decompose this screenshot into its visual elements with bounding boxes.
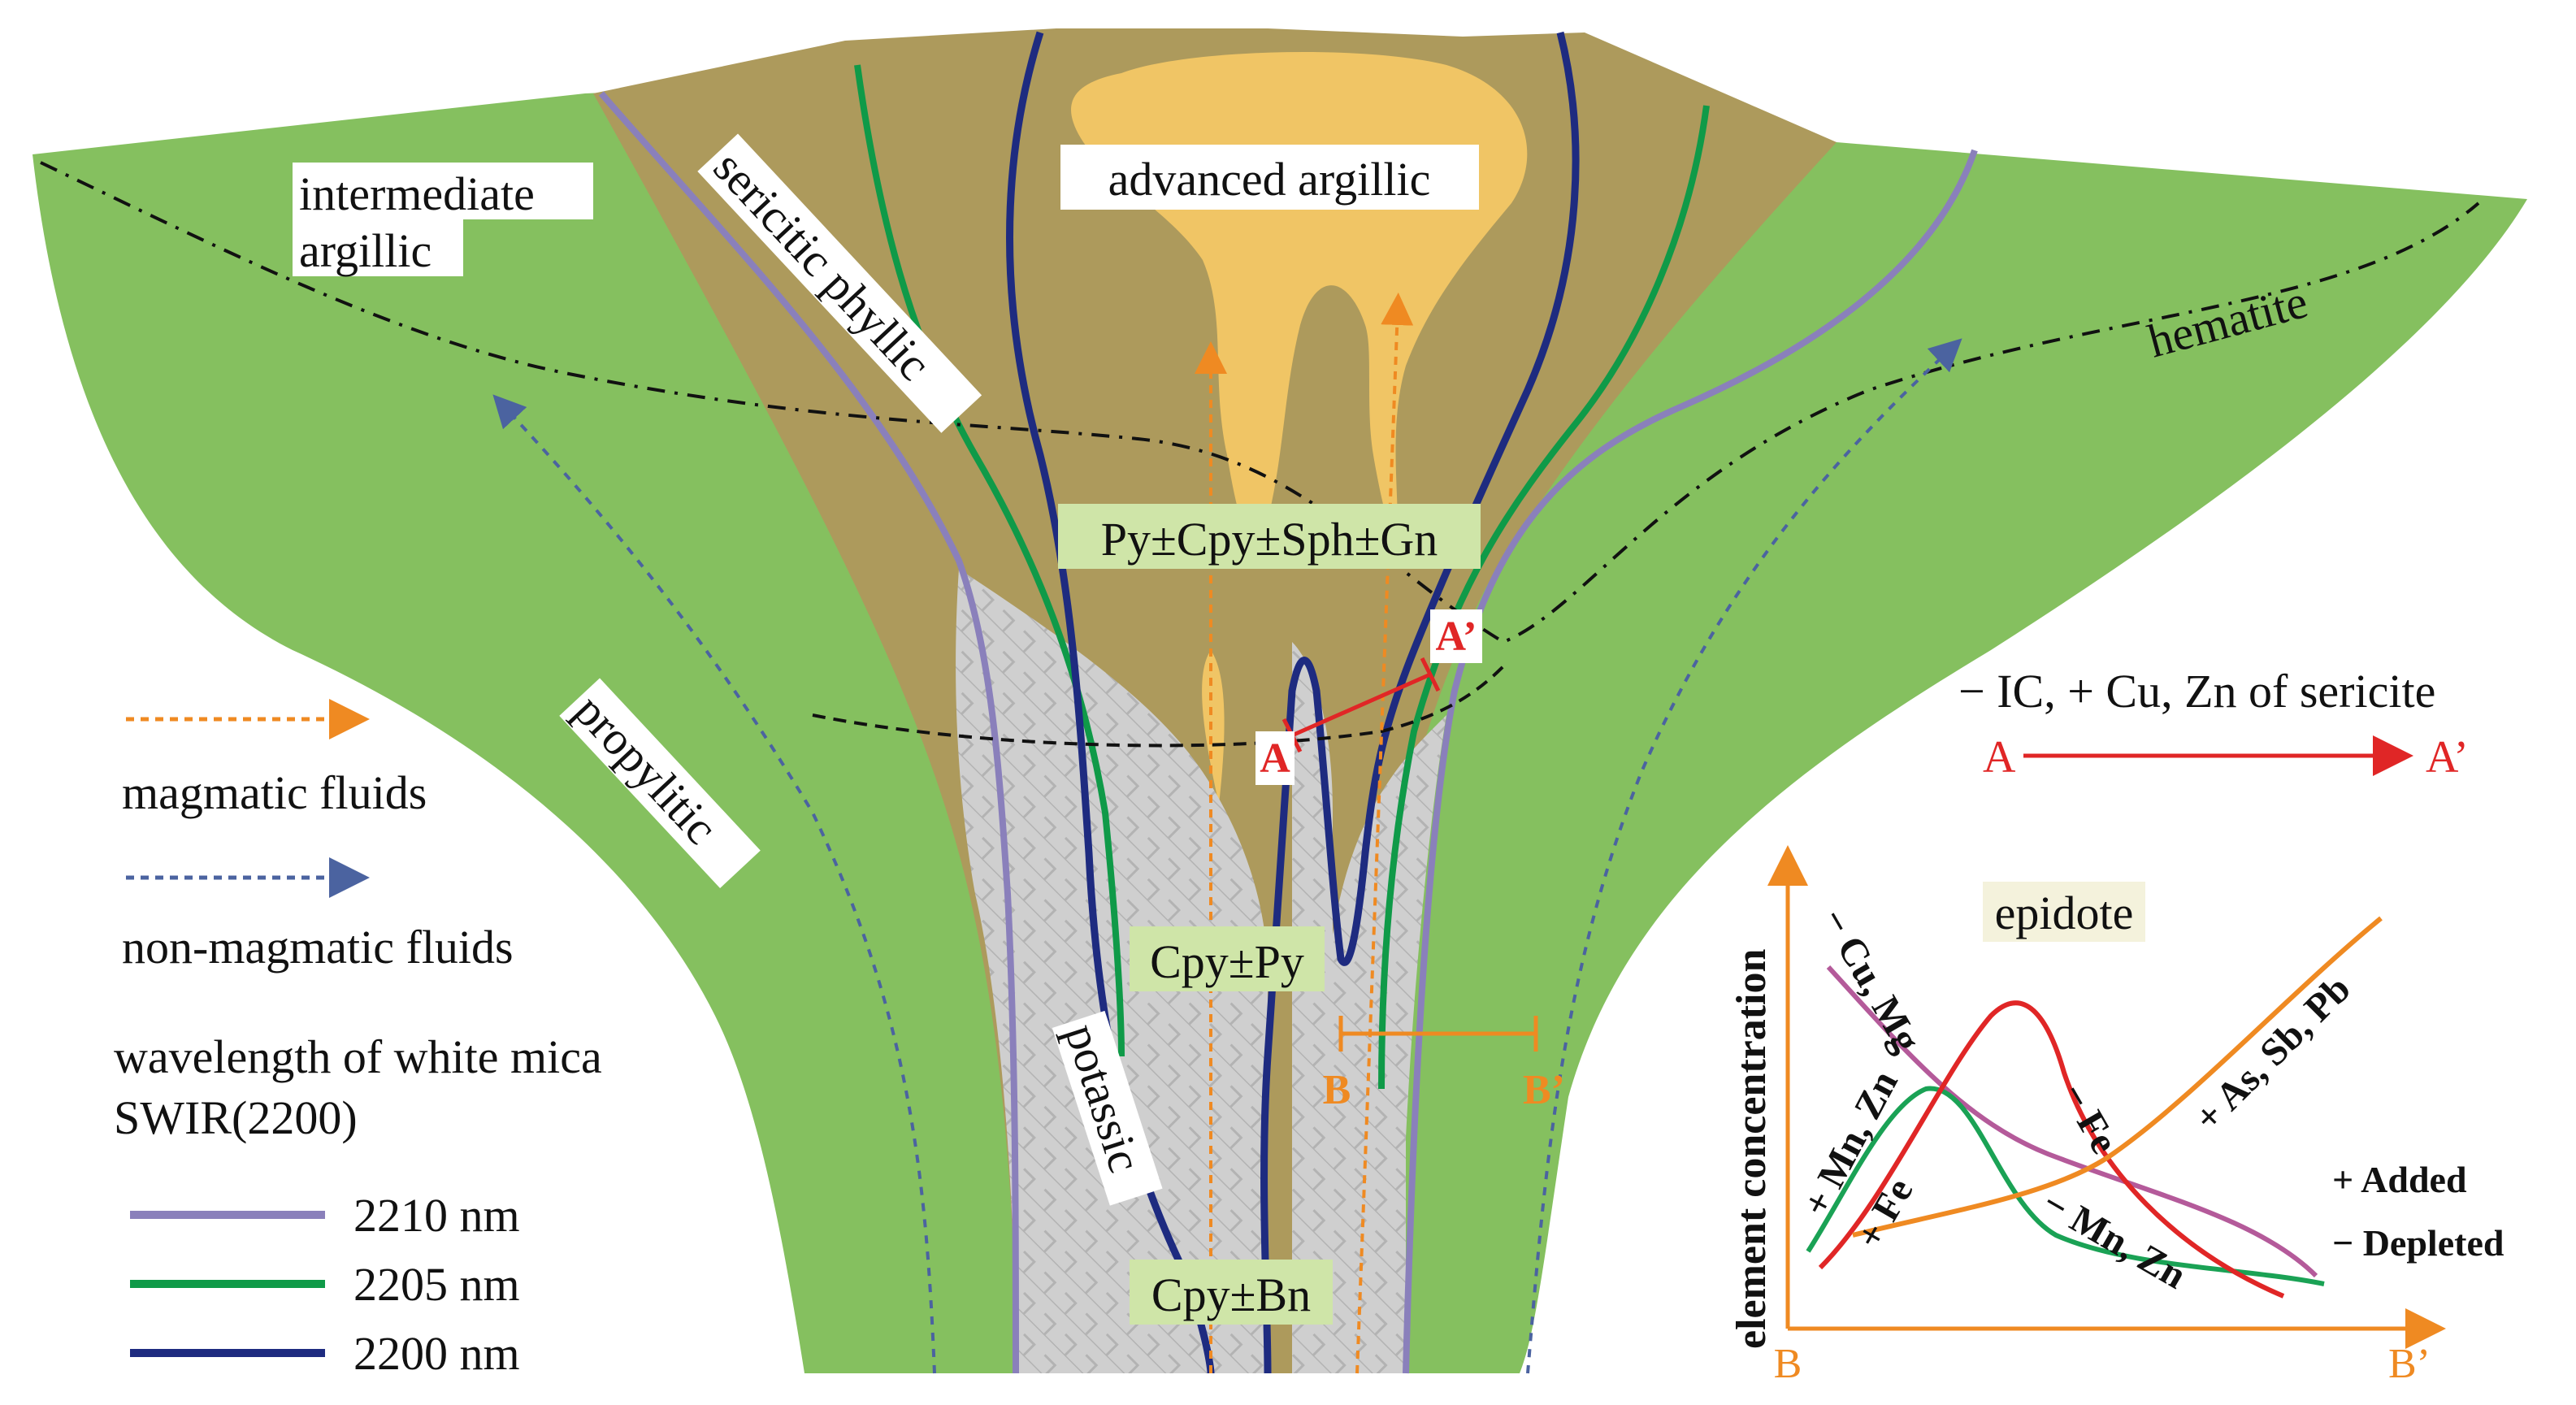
svg-text:B’: B’ (1523, 1067, 1565, 1113)
svg-text:A’: A’ (2426, 732, 2469, 783)
line-2200-left (1006, 31, 1215, 1374)
line-2210-right (1403, 149, 1978, 1374)
svg-text:argillic: argillic (299, 224, 432, 277)
sericite-trend: − IC, + Cu, Zn of sericite A A’ (1958, 665, 2469, 783)
non-magmatic-arrow-right (1526, 338, 1962, 1374)
curve-mn-zn (1806, 1086, 2325, 1286)
curve-fe (1818, 1000, 2285, 1299)
inset-key-depleted: − Depleted (2332, 1222, 2504, 1264)
legend-2210-label: 2210 nm (353, 1189, 520, 1242)
curve-label-cu-mg: − Cu, Mg (1812, 901, 1928, 1060)
curve-label-fe-added: + Fe (1848, 1171, 1922, 1255)
line-2200-right (1260, 31, 1580, 1374)
inset-title: epidote (1995, 887, 2134, 939)
label-mineral-lower: Cpy±Bn (1130, 1260, 1333, 1325)
inset-y-label: element concentration (1728, 949, 1775, 1349)
line-2210-left (598, 91, 1019, 1374)
legend-swir-title-1: wavelength of white mica (114, 1030, 602, 1083)
label-advanced-argillic: advanced argillic (1060, 145, 1479, 210)
legend-magmatic-label: magmatic fluids (122, 766, 427, 819)
label-mineral-upper: Py±Cpy±Sph±Gn (1058, 504, 1481, 569)
inset-x-start: B (1774, 1341, 1802, 1387)
svg-text:advanced argillic: advanced argillic (1108, 153, 1431, 206)
potassic-zone (956, 569, 1268, 1373)
legend: magmatic fluids non-magmatic fluids wave… (114, 699, 602, 1380)
legend-2200-label: 2200 nm (353, 1327, 520, 1380)
curve-label-as-sb-pb: + As, Sb, Pb (2186, 967, 2358, 1139)
line-2205-right (1378, 105, 1710, 1090)
curve-label-fe-depleted: − Fe (2052, 1076, 2126, 1160)
legend-non-magmatic-label: non-magmatic fluids (122, 921, 514, 974)
epidote-inset: epidote element concentration B B’ − Cu,… (1728, 845, 2504, 1387)
label-mineral-middle: Cpy±Py (1130, 926, 1325, 991)
svg-text:A: A (1260, 735, 1290, 782)
svg-text:A: A (1983, 732, 2016, 783)
section-a: A A’ (1255, 609, 1482, 785)
svg-text:intermediate: intermediate (299, 167, 535, 220)
inset-key-added: + Added (2332, 1159, 2467, 1200)
curve-cu-mg (1826, 965, 2318, 1278)
legend-2205-label: 2205 nm (353, 1258, 520, 1311)
intermediate-boundary (812, 665, 1505, 748)
magmatic-arrow-right (1355, 293, 1414, 1374)
inset-x-end: B’ (2388, 1341, 2431, 1387)
inset-title-bg (1983, 882, 2145, 942)
svg-text:Cpy±Py: Cpy±Py (1150, 935, 1304, 988)
section-b: B B’ (1323, 1016, 1565, 1113)
non-magmatic-arrow-left (492, 394, 936, 1374)
svg-text:A’: A’ (1435, 614, 1477, 660)
line-2205-left (854, 64, 1125, 1057)
legend-swir-title-2: SWIR(2200) (114, 1091, 358, 1144)
svg-text:Py±Cpy±Sph±Gn: Py±Cpy±Sph±Gn (1101, 513, 1438, 566)
svg-text:− IC, + Cu, Zn of sericite: − IC, + Cu, Zn of sericite (1958, 665, 2435, 718)
curve-as-sb-pb (1852, 916, 2383, 1238)
label-intermediate-argillic: intermediate argillic (293, 163, 593, 277)
svg-text:Cpy±Bn: Cpy±Bn (1151, 1268, 1311, 1321)
svg-text:B: B (1323, 1067, 1351, 1113)
